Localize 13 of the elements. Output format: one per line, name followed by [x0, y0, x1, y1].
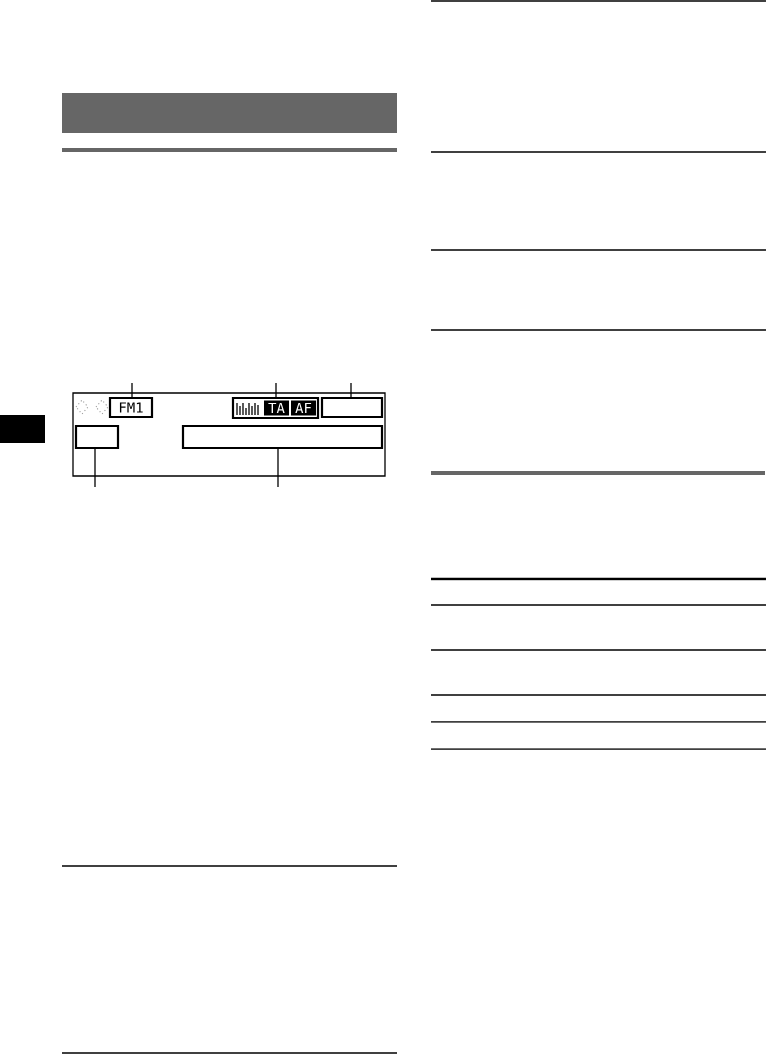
- display-panel: [72, 392, 386, 477]
- leader-line: [277, 448, 279, 488]
- outline-box: [181, 424, 384, 450]
- indicator-label: TA: [264, 400, 289, 416]
- leader-line: [275, 382, 277, 398]
- leader-line: [94, 448, 96, 488]
- outline-box: [74, 424, 120, 450]
- leader-line: [131, 382, 133, 398]
- outline-box: [320, 396, 384, 419]
- indicator-label: AF: [291, 400, 316, 416]
- leader-line: [350, 382, 352, 398]
- indicator-box: FM1: [108, 396, 154, 419]
- heading-band: [62, 93, 397, 133]
